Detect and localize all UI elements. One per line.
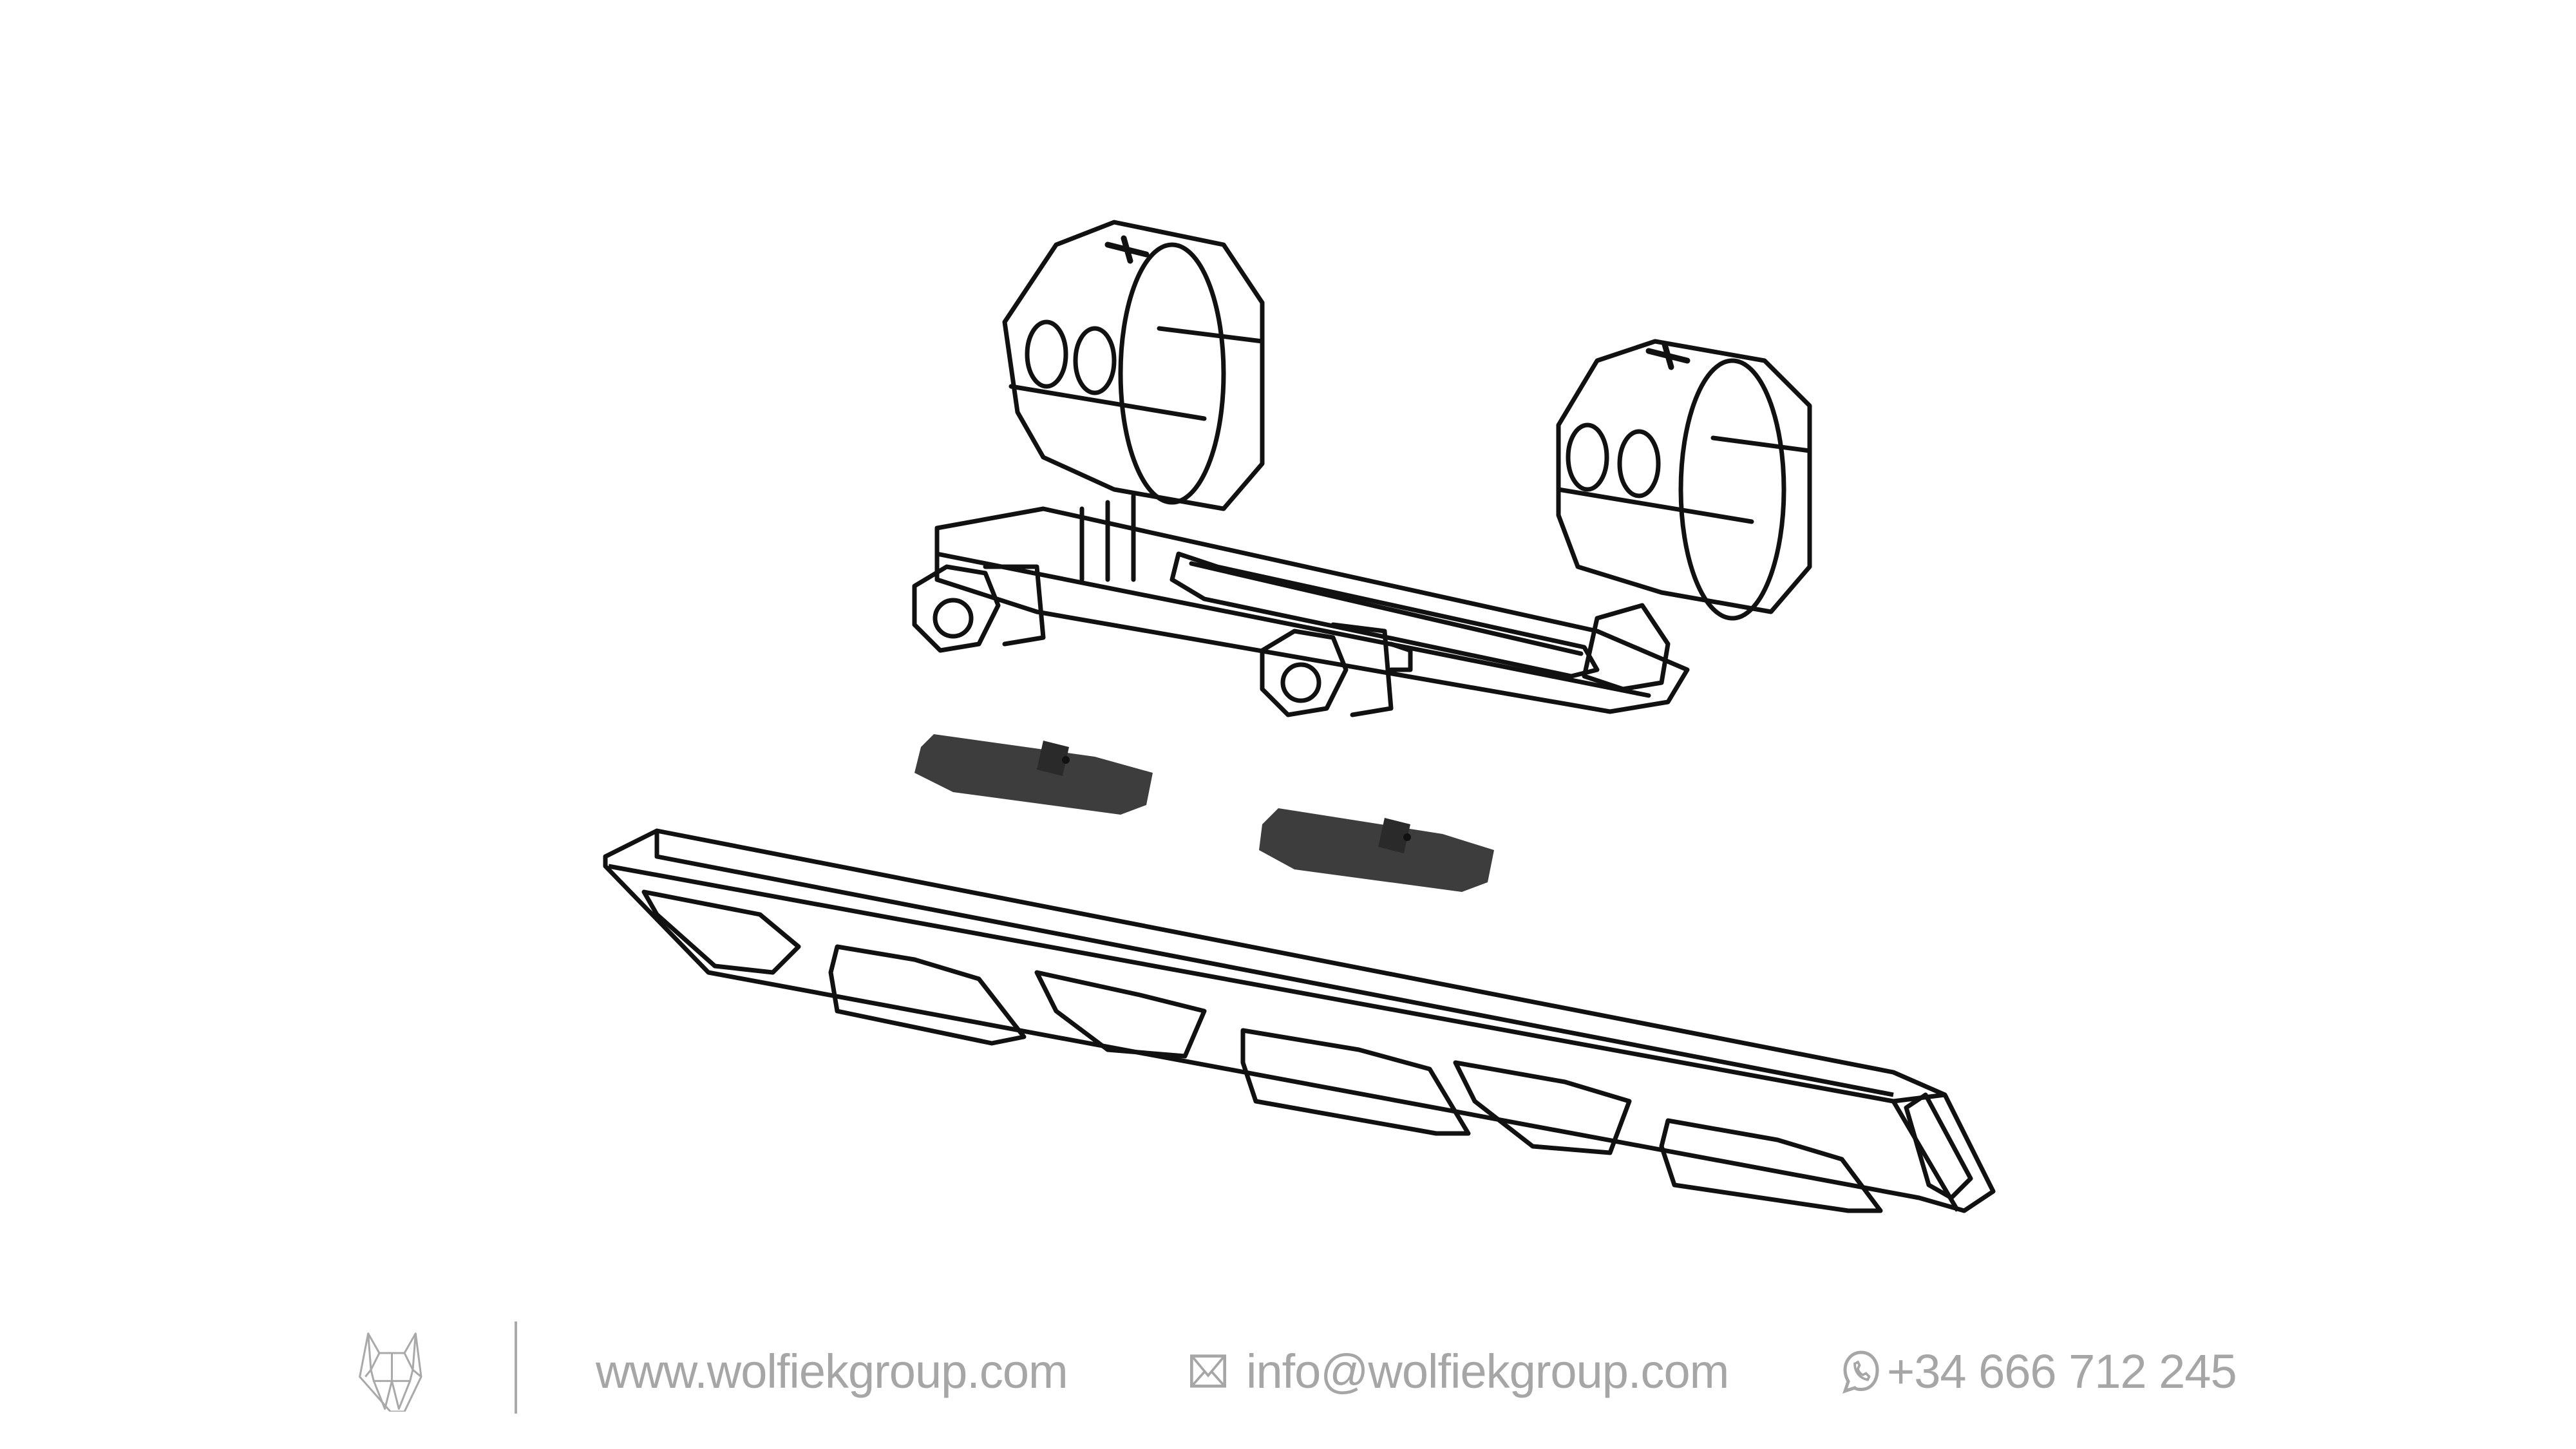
phone-link[interactable]: +34 666 712 245 xyxy=(1887,1345,2237,1398)
website-link[interactable]: www.wolfiekgroup.com xyxy=(596,1345,1068,1398)
email-link[interactable]: info@wolfiekgroup.com xyxy=(1246,1345,1729,1398)
wolf-head-icon xyxy=(359,1332,422,1412)
scope-mount xyxy=(912,220,1812,717)
footer-divider xyxy=(515,1321,517,1414)
whatsapp-icon xyxy=(1842,1350,1879,1394)
picatinny-rail xyxy=(603,828,1996,1213)
envelope-icon xyxy=(1190,1354,1226,1388)
product-illustration xyxy=(603,220,1996,1213)
rail-adapters xyxy=(914,734,1494,892)
